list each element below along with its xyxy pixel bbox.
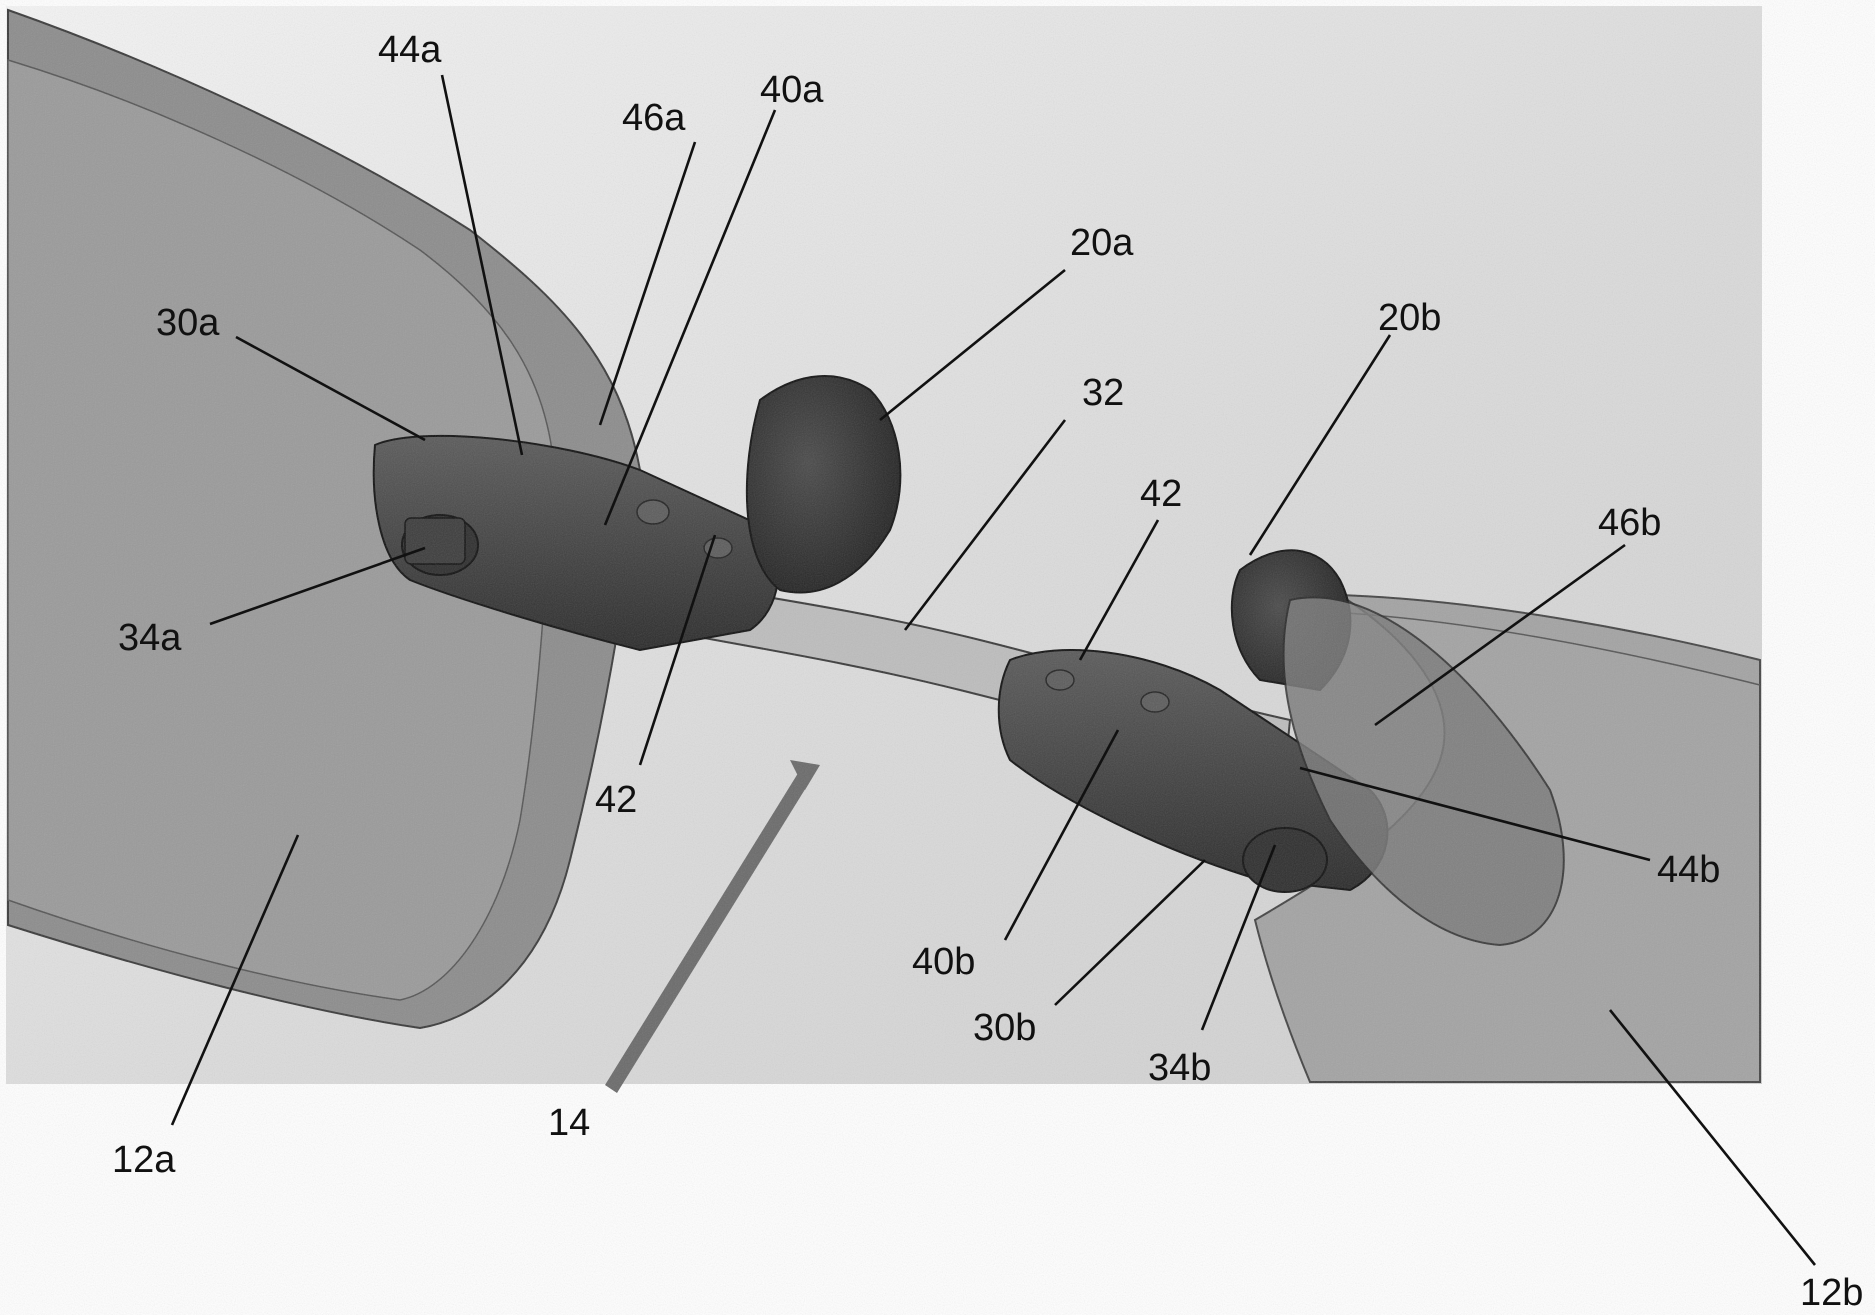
label-44b: 44b <box>1657 849 1720 891</box>
label-14: 14 <box>548 1102 590 1144</box>
label-42-left: 42 <box>595 779 637 821</box>
label-34b: 34b <box>1148 1047 1211 1089</box>
label-40b: 40b <box>912 941 975 983</box>
label-42-right: 42 <box>1140 473 1182 515</box>
label-40a: 40a <box>760 69 824 111</box>
label-46a: 46a <box>622 97 686 139</box>
label-32: 32 <box>1082 372 1124 414</box>
label-12b: 12b <box>1800 1272 1863 1314</box>
label-12a: 12a <box>112 1139 176 1181</box>
label-46b: 46b <box>1598 502 1661 544</box>
label-34a: 34a <box>118 617 182 659</box>
label-44a: 44a <box>378 29 442 71</box>
label-20b: 20b <box>1378 297 1441 339</box>
label-30b: 30b <box>973 1007 1036 1049</box>
label-30a: 30a <box>156 302 220 344</box>
label-20a: 20a <box>1070 222 1134 264</box>
